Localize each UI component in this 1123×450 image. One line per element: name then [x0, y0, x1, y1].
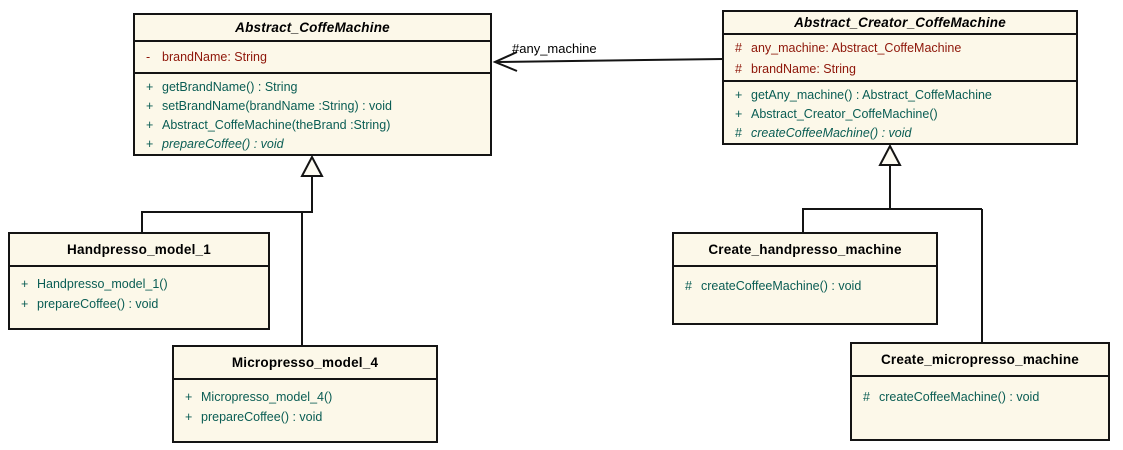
operations-compartment: + getBrandName() : String + setBrandName…: [135, 74, 490, 154]
operation-text: createCoffeeMachine() : void: [751, 126, 912, 140]
operation-text: getBrandName() : String: [162, 80, 298, 94]
visibility-symbol: +: [185, 410, 193, 424]
operation-row: + Abstract_Creator_CoffeMachine(): [724, 105, 1076, 124]
visibility-symbol: +: [21, 297, 29, 311]
class-abstract-creator-coffemachine: Abstract_Creator_CoffeMachine # any_mach…: [722, 10, 1078, 145]
class-create-micropresso-machine: Create_micropresso_machine # createCoffe…: [850, 342, 1110, 441]
association-label: #any_machine: [512, 41, 597, 56]
class-abstract-coffemachine: Abstract_CoffeMachine - brandName: Strin…: [133, 13, 492, 156]
visibility-symbol: -: [146, 50, 151, 65]
operation-row: + Abstract_CoffeMachine(theBrand :String…: [135, 116, 490, 135]
attribute-row: # brandName: String: [724, 59, 1076, 80]
operation-text: prepareCoffee() : void: [37, 297, 159, 311]
attribute-text: brandName: String: [162, 50, 267, 65]
operation-row: + getAny_machine() : Abstract_CoffeMachi…: [724, 86, 1076, 105]
operation-text: Micropresso_model_4(): [201, 390, 333, 404]
operation-text: Abstract_CoffeMachine(theBrand :String): [162, 118, 391, 132]
visibility-symbol: +: [21, 277, 29, 291]
visibility-symbol: +: [146, 80, 154, 94]
operation-text: createCoffeeMachine() : void: [701, 279, 862, 293]
visibility-symbol: +: [146, 137, 154, 151]
operation-text: Abstract_Creator_CoffeMachine(): [751, 107, 938, 121]
visibility-symbol: #: [735, 62, 742, 76]
association-line: [496, 58, 724, 63]
attributes-compartment: # any_machine: Abstract_CoffeMachine # b…: [724, 35, 1076, 82]
operation-row: # createCoffeeMachine() : void: [674, 276, 936, 296]
operation-row: + prepareCoffee() : void: [10, 294, 268, 314]
class-micropresso-model-4: Micropresso_model_4 + Micropresso_model_…: [172, 345, 438, 443]
visibility-symbol: #: [735, 126, 742, 140]
attributes-compartment: - brandName: String: [135, 42, 490, 74]
class-title: Micropresso_model_4: [174, 347, 436, 380]
generalization-arrowhead-icon: [878, 143, 902, 166]
class-handpresso-model-1: Handpresso_model_1 + Handpresso_model_1(…: [8, 232, 270, 330]
visibility-symbol: +: [735, 88, 743, 102]
generalization-line-handpresso: [141, 211, 312, 234]
operation-text: createCoffeeMachine() : void: [879, 390, 1040, 404]
attribute-text: any_machine: Abstract_CoffeMachine: [751, 41, 962, 55]
operation-row: + Micropresso_model_4(): [174, 387, 436, 407]
operation-text: prepareCoffee() : void: [162, 137, 284, 151]
operations-compartment: + Micropresso_model_4() + prepareCoffee(…: [174, 380, 436, 441]
class-create-handpresso-machine: Create_handpresso_machine # createCoffee…: [672, 232, 938, 325]
visibility-symbol: +: [146, 99, 154, 113]
operations-compartment: + Handpresso_model_1() + prepareCoffee()…: [10, 267, 268, 328]
operation-row-abstract: # createCoffeeMachine() : void: [724, 124, 1076, 143]
operation-text: setBrandName(brandName :String) : void: [162, 99, 392, 113]
operation-text: prepareCoffee() : void: [201, 410, 323, 424]
generalization-arrowhead-icon: [300, 154, 324, 177]
operation-text: getAny_machine() : Abstract_CoffeMachine: [751, 88, 992, 102]
operation-row: + getBrandName() : String: [135, 78, 490, 97]
visibility-symbol: #: [863, 390, 870, 404]
open-arrowhead-icon: [492, 51, 518, 72]
class-title: Handpresso_model_1: [10, 234, 268, 267]
class-title: Abstract_CoffeMachine: [135, 15, 490, 43]
operation-row: + setBrandName(brandName :String) : void: [135, 97, 490, 116]
visibility-symbol: #: [685, 279, 692, 293]
attribute-row: - brandName: String: [135, 48, 490, 67]
visibility-symbol: +: [735, 107, 743, 121]
attribute-text: brandName: String: [751, 62, 856, 76]
operations-compartment: # createCoffeeMachine() : void: [674, 267, 936, 323]
class-title: Create_micropresso_machine: [852, 344, 1108, 377]
class-title: Abstract_Creator_CoffeMachine: [724, 12, 1076, 35]
operation-row: + prepareCoffee() : void: [174, 407, 436, 427]
operation-row-abstract: + prepareCoffee() : void: [135, 135, 490, 154]
operation-row: # createCoffeeMachine() : void: [852, 387, 1108, 407]
operations-compartment: + getAny_machine() : Abstract_CoffeMachi…: [724, 82, 1076, 143]
operation-row: + Handpresso_model_1(): [10, 274, 268, 294]
visibility-symbol: +: [146, 118, 154, 132]
generalization-line-create-handpresso: [802, 208, 982, 234]
class-title: Create_handpresso_machine: [674, 234, 936, 267]
visibility-symbol: +: [185, 390, 193, 404]
attribute-row: # any_machine: Abstract_CoffeMachine: [724, 38, 1076, 59]
operations-compartment: # createCoffeeMachine() : void: [852, 377, 1108, 439]
visibility-symbol: #: [735, 41, 742, 55]
operation-text: Handpresso_model_1(): [37, 277, 168, 291]
